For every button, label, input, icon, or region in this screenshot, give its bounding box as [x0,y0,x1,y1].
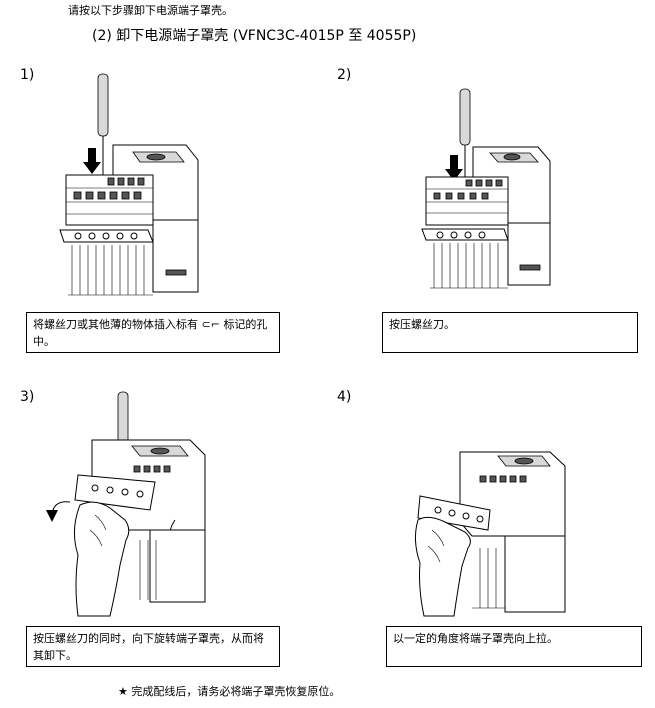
figure-step-1 [58,70,208,306]
cover-hole-mark-symbol: ⊂⌐ [201,318,220,331]
caption-step-1-line2: 中。 [33,335,55,348]
caption-step-3-line2: 其卸下。 [33,649,77,662]
caption-step-1-line1-end: 标记的孔 [223,318,268,331]
figure-step-3 [40,390,220,620]
caption-step-3-line1: 按压螺丝刀的同时，向下旋转端子罩壳，从而将 [33,632,264,645]
intro-text: 请按以下步骤卸下电源端子罩壳。 [68,4,233,17]
caption-step-4-text: 以一定的角度将端子罩壳向上拉。 [393,632,558,645]
caption-step-2: 按压螺丝刀。 [382,312,638,353]
step-number-1: 1) [20,67,35,83]
step-number-2: 2) [337,67,352,83]
step-number-3: 3) [20,389,35,405]
inverter-rotate-cover-illustration [46,391,206,617]
inverter-screwdriver-illustration-1 [59,73,199,296]
section-title: (2) 卸下电源端子罩壳 (VFNC3C-4015P 至 4055P) [92,28,417,44]
footnote: ★ 完成配线后，请务必将端子罩壳恢复原位。 [118,685,341,698]
step-number-4: 4) [337,389,352,405]
figure-step-2 [418,85,558,295]
caption-step-4: 以一定的角度将端子罩壳向上拉。 [386,626,642,667]
caption-step-2-text: 按压螺丝刀。 [389,318,455,331]
caption-step-1: 将螺丝刀或其他薄的物体插入标有 ⊂⌐ 标记的孔 中。 [26,312,280,353]
caption-step-1-line1: 将螺丝刀或其他薄的物体插入标有 [33,318,198,331]
inverter-lift-cover-illustration [414,451,566,617]
caption-step-3: 按压螺丝刀的同时，向下旋转端子罩壳，从而将 其卸下。 [26,626,280,667]
inverter-screwdriver-illustration-2 [421,88,551,289]
figure-step-4 [410,448,580,620]
